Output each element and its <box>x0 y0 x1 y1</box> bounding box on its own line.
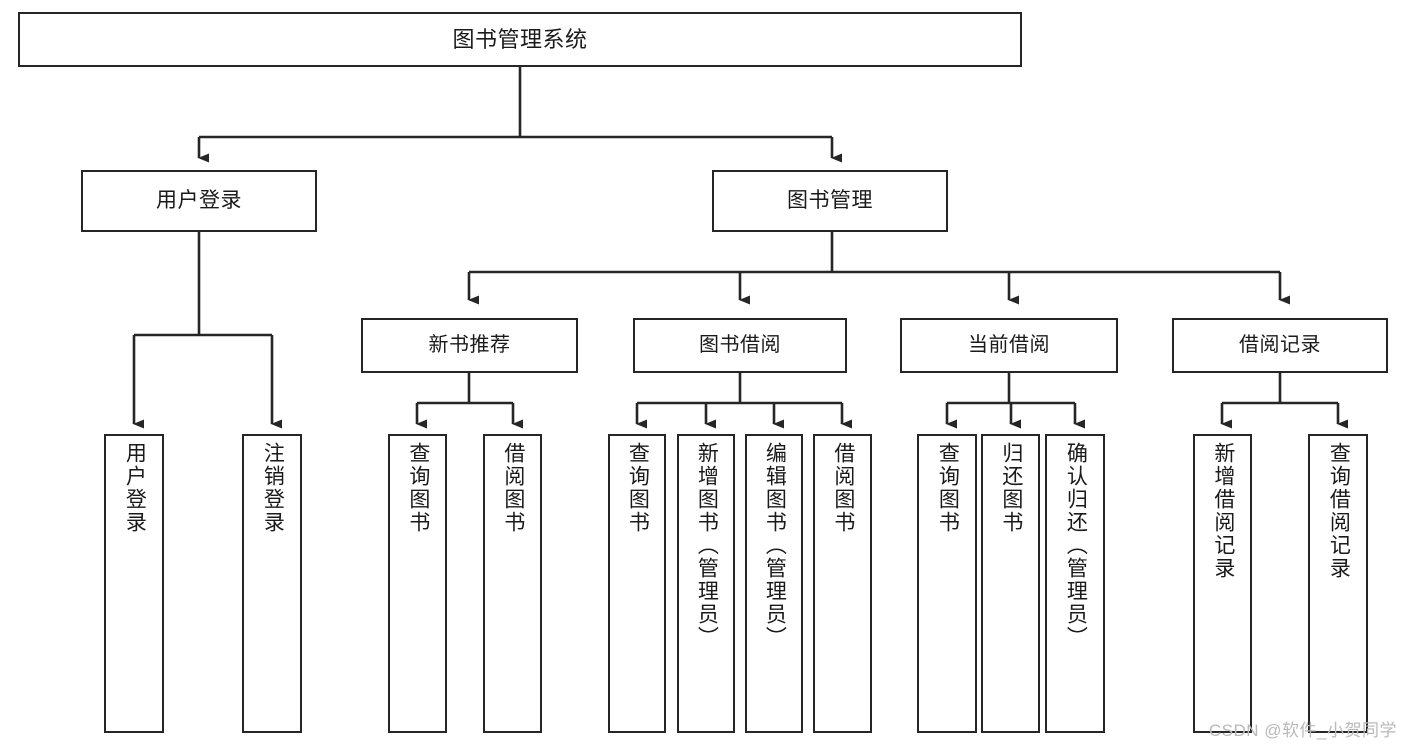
leaf-borrow-record-query-record[interactable]: 查询借阅记录 <box>1308 434 1368 733</box>
leaf-new-book-borrow-books[interactable]: 借阅图书 <box>483 434 542 733</box>
node-label: 查询图书 <box>626 442 650 534</box>
node-borrow-record[interactable]: 借阅记录 <box>1172 318 1388 373</box>
edge-root-to-level2 <box>197 67 842 163</box>
leaf-book-borrow-borrow-books[interactable]: 借阅图书 <box>813 434 872 733</box>
leaf-book-borrow-add-book-admin[interactable]: 新增图书（管理员） <box>677 434 735 733</box>
node-label: 用户登录 <box>123 442 147 534</box>
node-label: 用户登录 <box>156 188 242 212</box>
leaf-user-login-logout[interactable]: 注销登录 <box>242 434 302 733</box>
node-label: 新书推荐 <box>428 333 511 356</box>
node-label: 查询图书 <box>406 442 430 534</box>
node-new-book-recommend[interactable]: 新书推荐 <box>361 318 578 373</box>
node-label: 确认归还（管理员） <box>1064 442 1088 649</box>
leaf-new-book-query-books[interactable]: 查询图书 <box>388 434 447 733</box>
leaf-borrow-record-add-record[interactable]: 新增借阅记录 <box>1193 434 1252 733</box>
leaf-user-login-login[interactable]: 用户登录 <box>104 434 164 733</box>
node-book-borrow[interactable]: 图书借阅 <box>633 318 847 373</box>
node-label: 查询图书 <box>936 442 960 534</box>
leaf-current-borrow-query-books[interactable]: 查询图书 <box>917 434 977 733</box>
edge-book-mgmt-to-level3 <box>467 232 1290 305</box>
edge-borrow-record-to-leaves <box>1220 373 1348 429</box>
node-label: 新增图书（管理员） <box>695 442 719 649</box>
edge-user-login-to-leaves <box>132 232 282 429</box>
node-label: 当前借阅 <box>968 333 1050 356</box>
node-label: 图书管理系统 <box>452 26 588 52</box>
node-root-library-system[interactable]: 图书管理系统 <box>18 12 1022 67</box>
node-label: 注销登录 <box>261 442 285 534</box>
node-label: 新增借阅记录 <box>1211 442 1235 580</box>
node-label: 借阅记录 <box>1239 333 1321 356</box>
node-label: 图书管理 <box>787 188 873 212</box>
edge-new-book-to-leaves <box>415 373 523 429</box>
node-label: 编辑图书（管理员） <box>763 442 787 649</box>
node-label: 归还图书 <box>999 442 1023 534</box>
edge-book-borrow-to-leaves <box>635 373 852 429</box>
leaf-book-borrow-query-books[interactable]: 查询图书 <box>608 434 666 733</box>
node-label: 借阅图书 <box>501 442 525 534</box>
leaf-current-borrow-return-books[interactable]: 归还图书 <box>981 434 1040 733</box>
node-current-borrow[interactable]: 当前借阅 <box>900 318 1118 373</box>
edge-current-borrow-to-leaves <box>945 373 1085 429</box>
node-label: 查询借阅记录 <box>1327 442 1351 580</box>
leaf-book-borrow-edit-book-admin[interactable]: 编辑图书（管理员） <box>745 434 803 733</box>
node-label: 图书借阅 <box>699 333 781 356</box>
node-user-login[interactable]: 用户登录 <box>81 170 317 232</box>
leaf-current-borrow-confirm-return-admin[interactable]: 确认归还（管理员） <box>1045 434 1105 733</box>
node-book-management[interactable]: 图书管理 <box>712 170 948 232</box>
node-label: 借阅图书 <box>831 442 855 534</box>
